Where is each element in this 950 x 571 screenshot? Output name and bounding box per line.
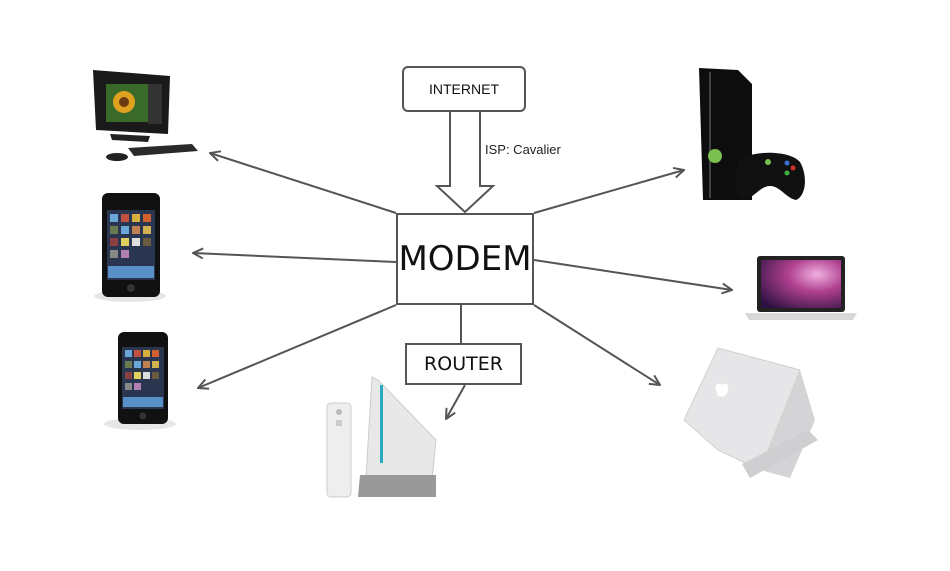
link-modem-macbook-closed [533, 304, 660, 385]
modem-label: MODEM [398, 239, 532, 279]
internet-node: INTERNET [402, 66, 526, 112]
router-node: ROUTER [405, 343, 522, 385]
isp-label: ISP: Cavalier [485, 142, 561, 157]
link-modem-macbook-open [533, 259, 732, 290]
ipod-touch-icon [104, 332, 176, 430]
xbox-360-icon [699, 68, 805, 200]
macbook-closed-icon [683, 347, 818, 478]
ipod-touch-icon [94, 193, 166, 302]
link-modem-ipod-2 [198, 304, 397, 388]
wii-console-icon [326, 376, 437, 498]
link-modem-ipod-1 [193, 253, 397, 263]
link-modem-xbox [533, 170, 684, 214]
router-label: ROUTER [424, 353, 503, 375]
modem-node: MODEM [396, 213, 534, 305]
macbook-open-icon [745, 256, 857, 320]
link-modem-desktop [210, 153, 397, 214]
link-router-wii [446, 384, 466, 419]
desktop-pc-icon [93, 70, 198, 161]
isp-arrow [434, 112, 496, 214]
internet-label: INTERNET [429, 81, 499, 97]
